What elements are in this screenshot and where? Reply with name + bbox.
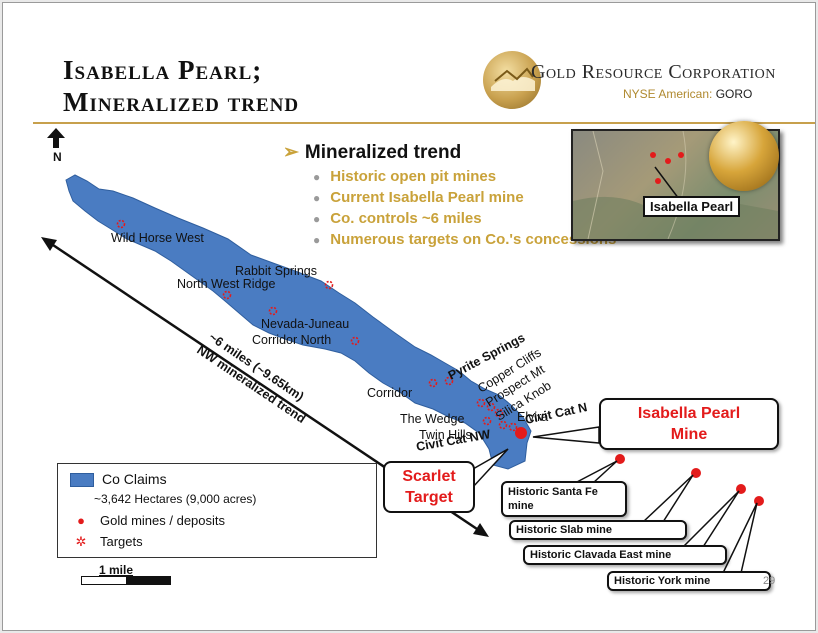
north-label: N [53,150,62,164]
map-legend: Co Claims ~3,642 Hectares (9,000 acres) … [57,463,377,558]
company-name: Gold Resource Corporation [531,61,776,83]
clavada-pointer [681,490,740,548]
dot-bullet-icon: ● [313,212,321,226]
main-bullet-text: Mineralized trend [304,142,462,163]
sub-bullet-text: Historic open pit mines [330,168,497,185]
historic-clavada-label: Historic Clavada East mine [523,545,727,565]
santa-fe-mine-marker [615,454,625,464]
sub-bullet: ● Current Isabella Pearl mine [313,189,616,206]
sub-bullet: ● Historic open pit mines [313,168,616,185]
sub-bullet: ● Numerous targets on Co.'s concessions [313,231,616,248]
legend-text: Targets [100,534,143,549]
target-marker [222,290,232,300]
target-marker [498,420,508,430]
target-marker [486,402,496,412]
north-arrow-icon [47,128,65,148]
slab-pointer [641,474,694,523]
isabella-pearl-callout: Isabella Pearl Mine [599,398,779,450]
stock-ticker: NYSE American: GORO [623,87,752,101]
target-marker [494,408,504,418]
bullet-list: ➢Mineralized trend ● Historic open pit mi… [283,141,616,248]
scale-bar [81,576,171,585]
title-divider [33,122,815,124]
place-label: Rabbit Springs [235,264,317,278]
target-marker [508,422,518,432]
target-star-icon: ✲ [75,534,87,549]
callout-text: Scarlet [402,468,456,485]
historic-text: Historic Santa Fe [508,486,598,498]
slide-title-line2: Mineralized trend [63,87,300,117]
target-marker [116,219,126,229]
callout-text: Isabella Pearl [637,405,741,422]
inset-location-label: Isabella Pearl [643,196,741,217]
target-marker [324,280,334,290]
arrow-head-nw-icon [41,237,57,251]
scale-label: 1 mile [99,563,134,577]
claims-swatch [70,473,94,488]
main-bullet: ➢Mineralized trend [283,141,616,164]
place-label: Corridor [367,386,412,400]
callout-text: Target [405,489,453,506]
york-pointer [721,502,758,574]
ticker-symbol: GORO [715,87,753,101]
place-label: Elvira [517,410,548,424]
gold-coin-logo-icon [483,51,541,109]
place-label: Corridor North [252,333,331,347]
globe-icon [709,121,779,191]
place-label: Civit Cat N [524,400,589,427]
claims-map: Wild Horse West Rabbit Springs North Wes… [41,174,764,574]
isabella-callout-pointer [532,426,600,444]
legend-claims: Co Claims [70,471,167,488]
sub-bullet-text: Current Isabella Pearl mine [330,189,524,206]
historic-text: mine [508,500,534,512]
legend-text: Gold mines / deposits [100,513,226,528]
target-marker [428,378,438,388]
target-marker [350,336,360,346]
legend-targets: ✲ Targets [70,534,143,550]
dot-bullet-icon: ● [313,233,321,247]
isabella-pearl-mine-marker [515,427,527,439]
target-marker [482,416,492,426]
dot-bullet-icon: ● [313,170,321,184]
target-marker [268,306,278,316]
place-label: The Wedge [400,412,464,426]
callout-text: Mine [670,426,708,443]
target-marker [444,376,454,386]
sub-bullet: ● Co. controls ~6 miles [313,210,616,227]
sub-bullet-text: Co. controls ~6 miles [330,210,482,227]
scarlet-target-callout: Scarlet Target [383,461,475,513]
page-number: 29 [763,575,776,587]
red-dot-icon: ● [77,513,85,528]
sub-bullet-text: Numerous targets on Co.'s concessions [330,231,617,248]
arrow-head-se-icon [473,523,489,537]
historic-slab-label: Historic Slab mine [509,520,687,540]
exchange-label: NYSE American: [623,87,713,101]
target-marker [476,398,486,408]
slide-title-line1: Isabella Pearl; [63,55,263,85]
arrow-bullet-icon: ➢ [283,142,299,163]
place-label: Twin Hills [419,428,472,442]
legend-text: Co Claims [102,471,167,487]
dot-bullet-icon: ● [313,191,321,205]
santa-fe-pointer [574,460,618,484]
historic-york-label: Historic York mine [607,571,771,591]
legend-mines: ● Gold mines / deposits [70,513,225,528]
place-label: Wild Horse West [111,231,204,245]
place-label: North West Ridge [177,277,275,291]
historic-santa-fe-label: Historic Santa Fe mine [501,481,627,517]
place-label: Nevada-Juneau [261,317,349,331]
legend-claims-area: ~3,642 Hectares (9,000 acres) [94,492,257,506]
